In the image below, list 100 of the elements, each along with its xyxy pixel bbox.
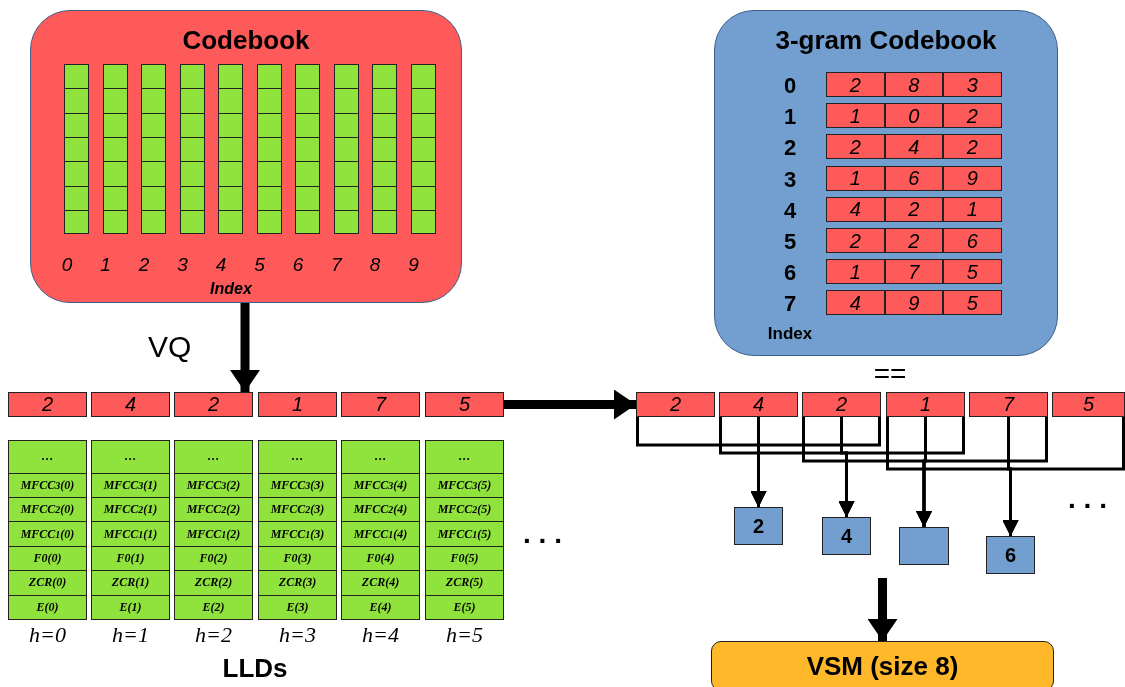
trigram-cell: 5 [943, 259, 1002, 285]
index-number: 8 [368, 255, 382, 274]
index-number: 4 [214, 255, 228, 274]
trigram-cell: 2 [826, 72, 885, 97]
trigram-cell: 0 [884, 103, 943, 129]
trigram-cell: 2 [826, 228, 885, 253]
code-index-box: 2 [802, 392, 881, 417]
code-index-box: 2 [174, 392, 253, 417]
axis-label: Index [766, 325, 814, 342]
feature-label: E(5) [426, 594, 503, 620]
time-step-label: h=4 [361, 624, 400, 646]
trigram-cell: 1 [826, 259, 885, 285]
trigram-cell: 2 [943, 103, 1002, 129]
index-number: 9 [407, 255, 420, 274]
feature-label: E(2) [175, 594, 252, 620]
equality-sign: == [872, 360, 908, 388]
feature-label: F0(5) [426, 545, 503, 571]
feature-label: ZCR(5) [426, 570, 503, 595]
code-index-box: 7 [969, 392, 1048, 417]
index-number: 0 [782, 75, 798, 97]
code-index-box: 4 [719, 392, 798, 417]
trigram-cell: 6 [943, 228, 1002, 253]
index-number: 0 [60, 255, 74, 274]
codebook-panel [30, 10, 462, 303]
feature-label: F0(4) [342, 545, 419, 571]
trigram-cell: 5 [943, 290, 1002, 316]
panel-title: 3-gram Codebook [774, 27, 998, 53]
trigram-cell: 2 [884, 228, 943, 253]
codeword-index-box: 6 [986, 536, 1035, 574]
index-number: 1 [782, 106, 798, 129]
ellipsis: . . . [1067, 485, 1108, 513]
index-number: 2 [782, 137, 798, 160]
code-index-box: 5 [425, 392, 504, 417]
feature-column [174, 440, 253, 620]
trigram-cell: 1 [826, 165, 885, 191]
codeword-index-box: 2 [734, 507, 783, 545]
feature-label: … [457, 448, 472, 466]
feature-label: F0(0) [9, 545, 86, 571]
code-index-box: 4 [91, 392, 170, 417]
arrow [867, 578, 898, 641]
trigram-cell: 1 [826, 103, 885, 129]
index-number: 1 [99, 255, 112, 274]
index-number: 3 [782, 168, 798, 191]
feature-column [91, 440, 170, 620]
feature-label: E(3) [259, 594, 336, 620]
code-index-box: 2 [8, 392, 87, 417]
feature-column [258, 440, 337, 620]
trigram-cell: 8 [884, 72, 943, 97]
trigram-cell: 2 [943, 134, 1002, 160]
feature-label: E(1) [92, 594, 169, 620]
index-number: 6 [291, 255, 305, 274]
bracket-arrow [838, 417, 965, 517]
vector-box: VSM (size 8) [711, 641, 1054, 687]
code-index-box: 2 [636, 392, 715, 417]
feature-label: F0(2) [175, 545, 252, 571]
panel-title: Codebook [181, 27, 311, 53]
bracket-arrow [916, 417, 1048, 527]
trigram-cell: 2 [826, 134, 885, 160]
code-index-box: 7 [341, 392, 420, 417]
code-index-box: 1 [258, 392, 337, 417]
index-number: 6 [782, 262, 798, 285]
code-index-box: 1 [886, 392, 965, 417]
feature-label: ZCR(1) [92, 570, 169, 595]
feature-label: E(4) [342, 594, 419, 620]
index-number: 2 [137, 255, 151, 274]
axis-label: Index [209, 281, 253, 297]
feature-label: … [40, 448, 55, 466]
trigram-cell: 9 [943, 165, 1002, 191]
index-number: 4 [782, 199, 798, 222]
feature-label: F0(3) [259, 545, 336, 571]
index-number: 5 [253, 255, 266, 274]
trigram-cell: 4 [826, 290, 885, 316]
edge-label: VQ [148, 332, 192, 362]
time-step-label: h=1 [111, 624, 150, 646]
bracket-arrow [1002, 417, 1125, 536]
trigram-cell: 1 [943, 196, 1002, 222]
feature-label: ZCR(3) [259, 570, 336, 595]
trigram-cell: 4 [826, 196, 885, 222]
feature-label: … [290, 448, 305, 466]
axis-label: LLDs [221, 655, 289, 681]
arrow [504, 389, 636, 420]
trigram-cell: 3 [943, 72, 1002, 97]
feature-column [425, 440, 504, 620]
code-index-box: 5 [1052, 392, 1125, 417]
time-step-label: h=5 [445, 624, 484, 646]
time-step-label: h=2 [194, 624, 233, 646]
time-step-label: h=0 [28, 624, 67, 646]
feature-label: ZCR(4) [342, 570, 419, 595]
feature-column [8, 440, 87, 620]
feature-label: … [373, 448, 388, 466]
feature-label: ZCR(0) [9, 570, 86, 595]
index-number: 7 [782, 293, 798, 316]
trigram-cell: 4 [884, 134, 943, 160]
trigram-cell: 9 [884, 290, 943, 316]
feature-label: E(0) [9, 594, 86, 620]
feature-label: F0(1) [92, 545, 169, 571]
codeword-index-box: 4 [822, 517, 871, 555]
feature-label: … [123, 448, 138, 466]
index-number: 5 [782, 231, 798, 253]
feature-label: … [206, 448, 221, 466]
